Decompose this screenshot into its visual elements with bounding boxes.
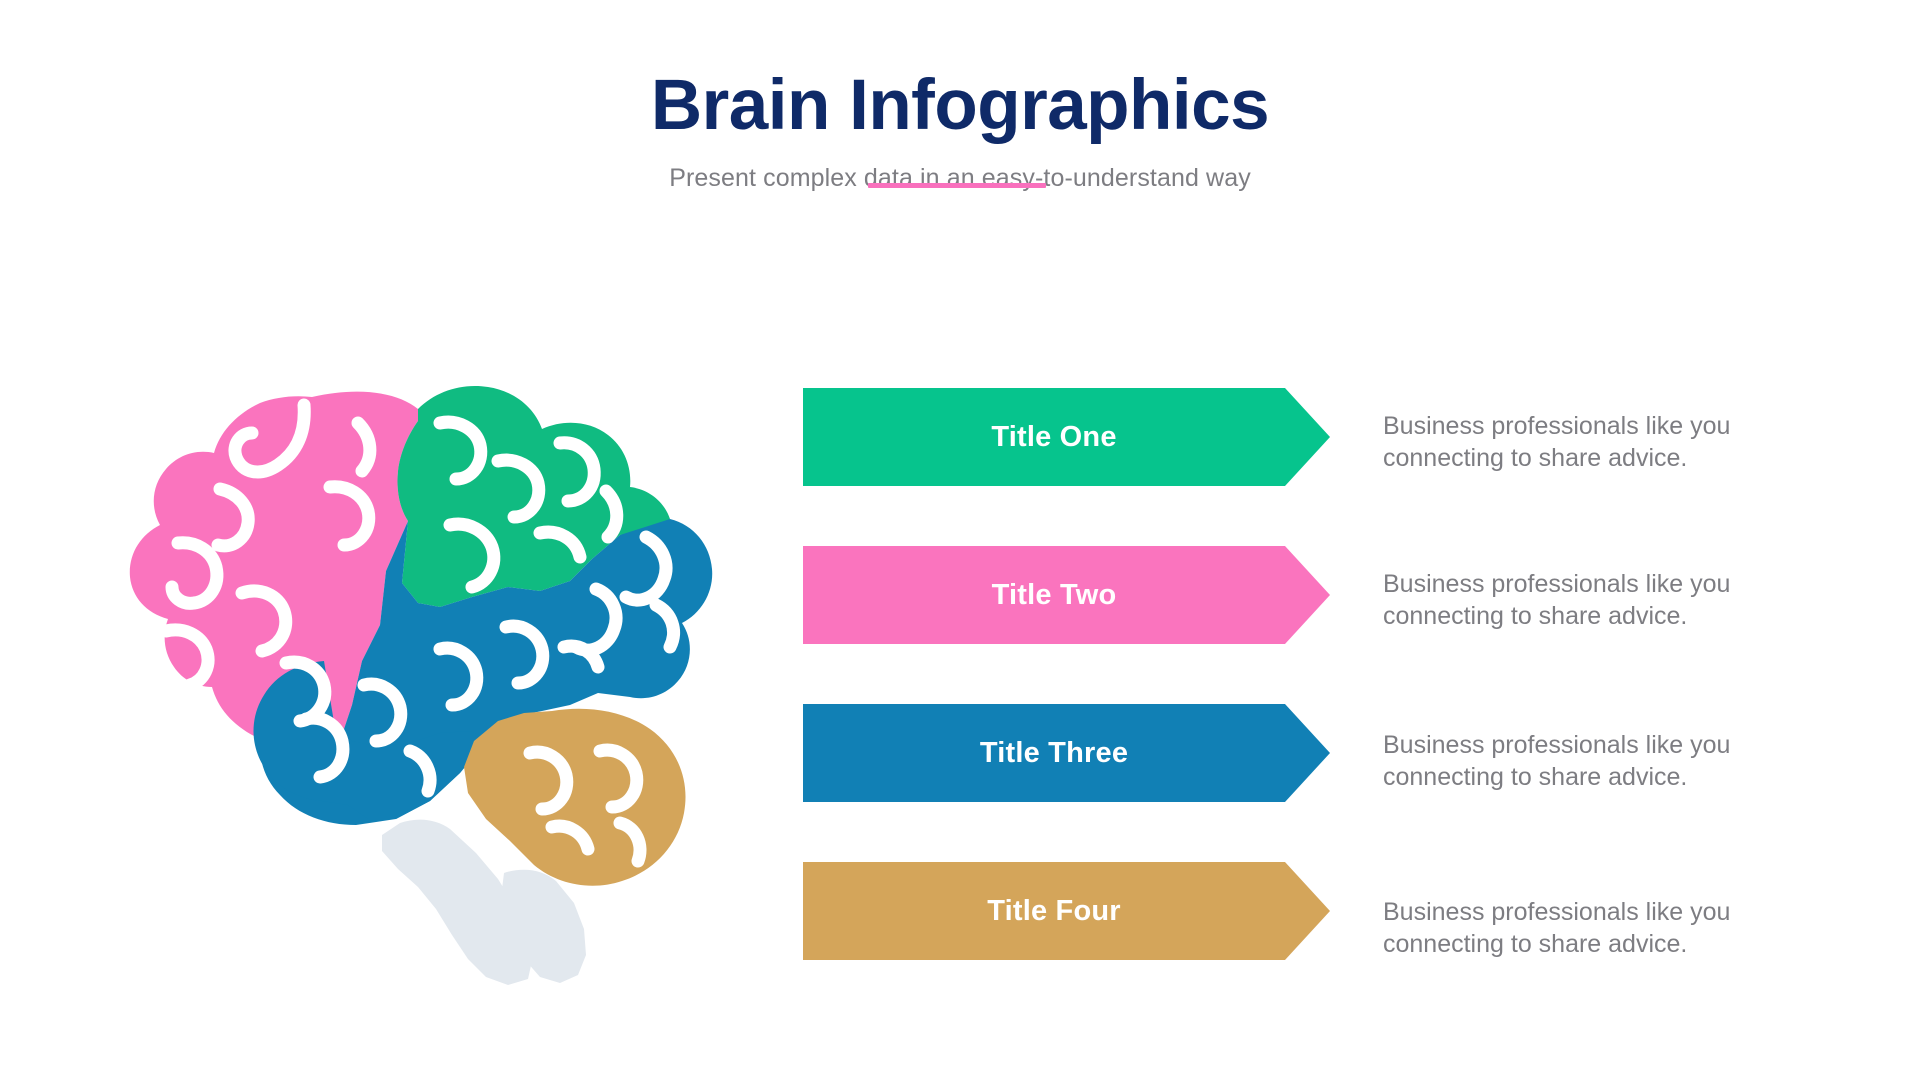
banner-label: Title Three bbox=[979, 736, 1129, 769]
brain-region-brain-stem bbox=[382, 819, 532, 985]
brain-gyri-lines bbox=[159, 398, 680, 868]
banner-label: Title Four bbox=[987, 894, 1121, 927]
brain-illustration bbox=[100, 375, 740, 995]
content-row: Title Four Business professionals like y… bbox=[803, 862, 1803, 960]
banner-title-one[interactable]: Title One bbox=[803, 388, 1330, 486]
banner-title-four[interactable]: Title Four bbox=[803, 862, 1330, 960]
banner-title-three[interactable]: Title Three bbox=[803, 704, 1330, 802]
header-divider bbox=[868, 183, 1046, 188]
brain-shape-group bbox=[129, 385, 713, 985]
banner-label: Title Two bbox=[991, 578, 1117, 611]
content-row: Title Three Business professionals like … bbox=[803, 704, 1803, 802]
banner-label: Title One bbox=[991, 420, 1117, 453]
row-description: Business professionals like you connecti… bbox=[1383, 412, 1731, 473]
header-block: Brain Infographics Present complex data … bbox=[0, 66, 1920, 194]
row-description: Business professionals like you connecti… bbox=[1383, 570, 1731, 631]
row-description: Business professionals like you connecti… bbox=[1383, 731, 1731, 792]
row-description: Business professionals like you connecti… bbox=[1383, 898, 1731, 959]
content-row: Title Two Business professionals like yo… bbox=[803, 546, 1803, 644]
content-row: Title One Business professionals like yo… bbox=[803, 388, 1803, 486]
page-title: Brain Infographics bbox=[650, 66, 1270, 145]
banner-title-two[interactable]: Title Two bbox=[803, 546, 1330, 644]
brain-region-brain-stem-lower bbox=[502, 869, 586, 983]
